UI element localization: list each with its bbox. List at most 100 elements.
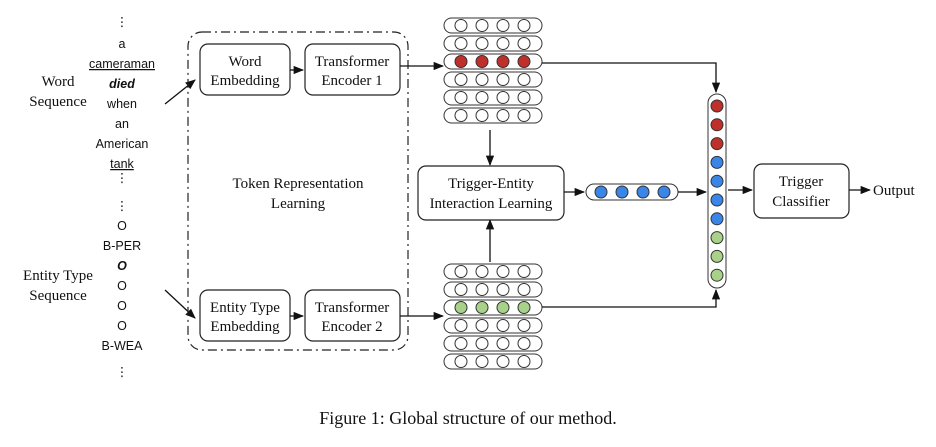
vector-row	[443, 107, 543, 124]
vector-node	[475, 319, 489, 332]
vector-row-frame	[443, 281, 543, 298]
vector-node	[454, 91, 468, 104]
transformer-encoder-1-box	[304, 43, 401, 96]
vector-node	[615, 185, 629, 199]
entity-representation-stack	[443, 263, 543, 370]
entity-token: O	[117, 279, 127, 293]
vector-node	[475, 283, 489, 296]
entity-embedding-label-line2: Embedding	[210, 319, 280, 335]
entity-token-list: ⋮ O B-PER O O O O B-WEA ⋮	[102, 199, 144, 379]
word-embedding-label-line2: Embedding	[210, 73, 280, 89]
vector-node	[496, 319, 510, 332]
vector-node	[517, 19, 531, 32]
vector-node	[710, 137, 724, 151]
interaction-vector	[585, 183, 679, 201]
vector-node	[496, 109, 510, 122]
word-token-entity: tank	[110, 157, 134, 171]
entity-sequence-label-line1: Entity Type	[23, 268, 93, 284]
word-token-entity: cameraman	[89, 57, 155, 71]
vector-node	[454, 301, 468, 314]
vector-node	[517, 37, 531, 50]
transformer-encoder-1-label-line2: Encoder 1	[321, 73, 382, 89]
word-token: an	[115, 117, 129, 131]
word-sequence-label-line1: Word	[42, 74, 75, 90]
vector-node	[496, 265, 510, 278]
vector-node	[710, 212, 724, 226]
vector-node	[517, 301, 531, 314]
vector-node	[496, 337, 510, 350]
vector-node	[496, 73, 510, 86]
vector-row	[443, 35, 543, 52]
word-token: a	[119, 37, 126, 51]
vector-row-frame	[443, 35, 543, 52]
vector-node	[475, 37, 489, 50]
vector-row-frame	[443, 71, 543, 88]
output-label: Output	[873, 183, 916, 199]
vector-node	[496, 301, 510, 314]
vector-node	[710, 155, 724, 169]
concatenated-vector	[707, 93, 727, 289]
vector-node	[454, 19, 468, 32]
entity-token-ellipsis-top: ⋮	[116, 199, 129, 213]
vector-node	[710, 118, 724, 132]
classifier-label-line2: Classifier	[772, 194, 830, 210]
vector-node	[454, 37, 468, 50]
entity-token: O	[117, 319, 127, 333]
word-to-embedding-arrow	[164, 79, 196, 105]
vector-node	[475, 91, 489, 104]
vector-node	[454, 265, 468, 278]
interaction-learning-box	[417, 165, 565, 221]
entity-sequence-label-line2: Sequence	[29, 288, 87, 304]
entity-token: O	[117, 219, 127, 233]
vector-node	[517, 109, 531, 122]
vector-node	[710, 231, 724, 245]
word-token-list: ⋮ a cameraman died when an American tank…	[89, 15, 155, 185]
vector-node	[710, 99, 724, 113]
entity-embedding-label-line1: Entity Type	[210, 300, 280, 316]
vector-node	[454, 337, 468, 350]
word-token: American	[96, 137, 149, 151]
vector-row-frame	[443, 335, 543, 352]
highlighted-vector-row	[443, 299, 543, 316]
vector-node	[517, 319, 531, 332]
vector-node	[594, 185, 608, 199]
vector-node	[454, 73, 468, 86]
vector-node	[517, 55, 531, 68]
interaction-label-line2: Interaction Learning	[430, 196, 553, 212]
vector-node	[710, 249, 724, 263]
vector-node	[517, 73, 531, 86]
interaction-label-line1: Trigger-Entity	[448, 176, 534, 192]
vector-row	[443, 17, 543, 34]
group-label-line1: Token Representation	[233, 176, 364, 192]
vector-node	[496, 91, 510, 104]
vector-node	[657, 185, 671, 199]
vector-row-frame	[443, 17, 543, 34]
vector-node	[475, 55, 489, 68]
vector-row-frame	[443, 107, 543, 124]
vector-node	[710, 174, 724, 188]
word-sequence-label-line2: Sequence	[29, 94, 87, 110]
vector-node	[475, 265, 489, 278]
vector-node	[475, 19, 489, 32]
trigger-classifier-box	[753, 163, 850, 219]
vector-row-frame	[443, 53, 543, 70]
vector-node	[454, 355, 468, 368]
vector-node	[496, 19, 510, 32]
vector-row	[443, 281, 543, 298]
vector-node	[517, 283, 531, 296]
vector-node	[517, 265, 531, 278]
entity-token-trigger: O	[117, 259, 127, 273]
vector-node	[475, 109, 489, 122]
vector-node	[475, 301, 489, 314]
vector-node	[710, 268, 724, 282]
word-embedding-label-line1: Word	[229, 54, 262, 70]
group-label-line2: Learning	[271, 196, 326, 212]
vector-row	[443, 71, 543, 88]
entity-row-to-concat-arrow	[542, 288, 721, 308]
word-token: when	[106, 97, 137, 111]
transformer-encoder-2-label-line2: Encoder 2	[321, 319, 382, 335]
vector-node	[454, 55, 468, 68]
highlighted-vector-row	[443, 53, 543, 70]
vector-node	[636, 185, 650, 199]
